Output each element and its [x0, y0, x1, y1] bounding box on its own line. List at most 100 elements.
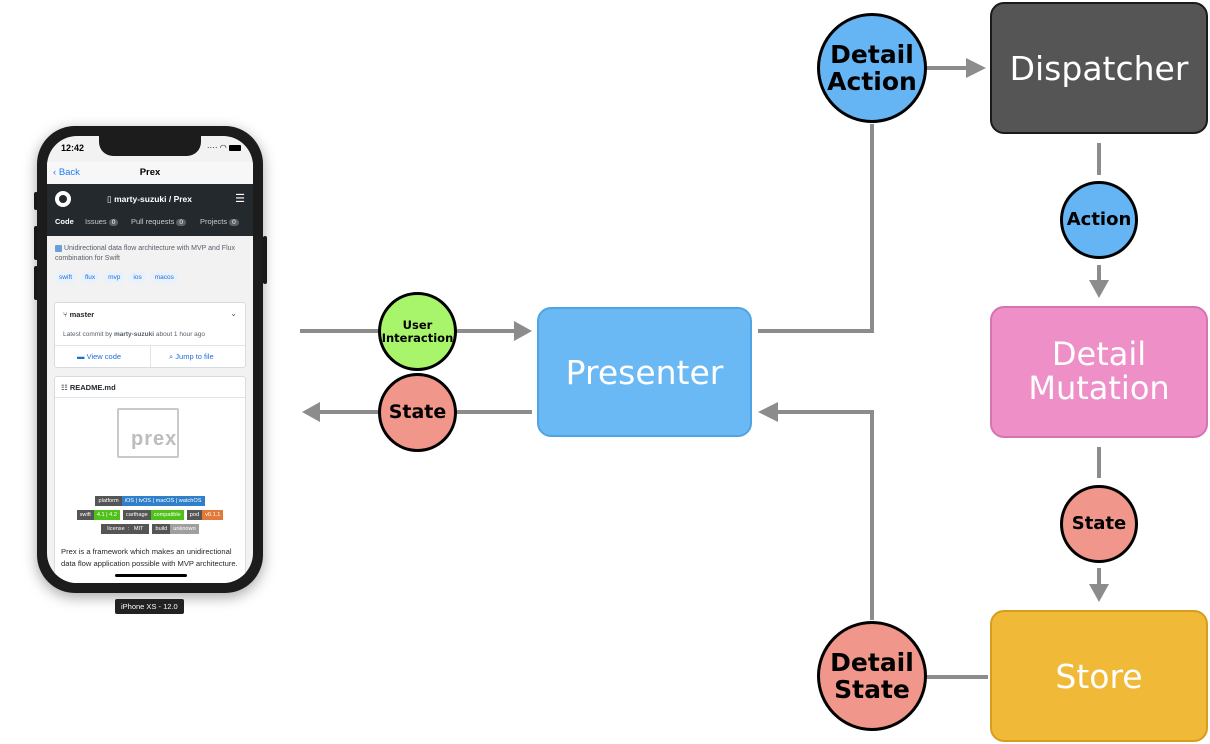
- topic-tag[interactable]: ios: [129, 272, 146, 283]
- latest-commit: Latest commit by marty-suzuki about 1 ho…: [63, 331, 205, 338]
- swift-badge-key: swift: [76, 510, 94, 520]
- topic-tag[interactable]: swift: [55, 272, 76, 283]
- tab-issues-label: Issues: [85, 217, 107, 226]
- tab-code-label: Code: [55, 217, 74, 226]
- build-badge-key: build: [152, 524, 171, 534]
- readme-icon: ☷: [61, 383, 68, 392]
- book-icon: [55, 244, 62, 252]
- arrow-detail-state-to-presenter: [776, 410, 874, 620]
- platform-badge-key: platform: [95, 496, 122, 506]
- detail-state-label: Detail State: [830, 647, 914, 704]
- platform-badge-value: iOS | tvOS | macOS | watchOS: [121, 496, 205, 506]
- branch-name: master: [69, 310, 95, 319]
- back-button[interactable]: ‹ Back: [53, 167, 80, 178]
- topic-list: swift flux mvp ios macos: [55, 272, 178, 283]
- branch-card: ⑂ master ⌄ Latest commit by marty-suzuki…: [54, 302, 246, 368]
- tab-issues-count: 0: [108, 219, 119, 226]
- prex-logo-text: prex: [131, 428, 178, 450]
- status-time: 12:42: [61, 143, 85, 153]
- action-label: Action: [1066, 209, 1132, 231]
- battery-icon: [229, 144, 241, 151]
- build-badge[interactable]: build unknown: [152, 524, 199, 534]
- tab-pull-requests-count: 0: [176, 219, 186, 226]
- license-badge[interactable]: license: MIT: [101, 524, 150, 534]
- nav-bar: ‹ Back Prex: [47, 162, 253, 185]
- view-code-label: View code: [86, 352, 122, 361]
- topic-tag[interactable]: mvp: [104, 272, 125, 283]
- detail-mutation-box: Detail Mutation: [990, 306, 1208, 438]
- readme-header: ☷ README.md: [61, 383, 116, 392]
- repo-title[interactable]: ▯ marty-suzuki / Prex: [107, 194, 192, 205]
- arrowhead-phone: [302, 402, 320, 422]
- phone-side-button-left-1: [34, 192, 38, 210]
- repo-description-text: Unidirectional data flow architecture wi…: [55, 245, 236, 262]
- status-icons: ···· ◠: [207, 143, 241, 152]
- license-badge-value: MIT: [133, 526, 144, 532]
- jump-to-file-button[interactable]: ⌕ Jump to file: [169, 352, 214, 362]
- action-circle: Action: [1060, 181, 1138, 259]
- carthage-badge-value: compatible: [150, 510, 184, 520]
- topic-tag[interactable]: flux: [81, 272, 100, 283]
- tab-code[interactable]: Code: [55, 217, 74, 226]
- prex-logo: prex: [117, 408, 179, 458]
- pod-badge-value: v0.1.1: [202, 510, 224, 520]
- tab-projects-label: Projects: [200, 217, 228, 226]
- commit-author[interactable]: marty-suzuki: [113, 331, 155, 338]
- readme-text: Prex is a framework which makes an unidi…: [61, 547, 238, 568]
- repo-name: marty-suzuki / Prex: [114, 194, 193, 204]
- swift-badge[interactable]: swift 4.1 | 4.2: [76, 510, 120, 520]
- view-code-button[interactable]: ▬ View code: [77, 352, 121, 361]
- back-label: Back: [58, 167, 80, 178]
- readme-body: prex platform iOS | tvOS | macOS | watch…: [55, 397, 245, 583]
- branch-icon: ⑂: [63, 310, 68, 319]
- github-logo-icon[interactable]: [55, 191, 71, 207]
- tab-pull-requests-label: Pull requests: [131, 217, 175, 226]
- pod-badge[interactable]: pod v0.1.1: [186, 510, 224, 520]
- store-box: Store: [990, 610, 1208, 742]
- search-icon: ⌕: [169, 352, 174, 361]
- dispatcher-box: Dispatcher: [990, 2, 1208, 134]
- detail-state-circle: Detail State: [817, 621, 927, 731]
- wifi-icon: ◠: [219, 143, 227, 152]
- detail-action-label: Detail Action: [827, 39, 917, 96]
- detail-mutation-label: Detail Mutation: [1028, 335, 1170, 407]
- hamburger-menu-icon[interactable]: ☰: [235, 193, 245, 205]
- arrowhead-presenter-right: [758, 402, 778, 422]
- arrowhead-mutation: [1089, 280, 1109, 298]
- chevron-down-icon[interactable]: ⌄: [230, 309, 237, 318]
- repo-description: Unidirectional data flow architecture wi…: [55, 244, 245, 264]
- repo-icon: ▯: [107, 194, 112, 204]
- nav-title: Prex: [139, 167, 161, 178]
- badge-row-2: swift 4.1 | 4.2 carthage compatible pod …: [55, 510, 245, 520]
- carthage-badge-key: carthage: [122, 510, 151, 520]
- branch-selector[interactable]: ⑂ master: [63, 310, 94, 319]
- presenter-box: Presenter: [537, 307, 752, 437]
- phone-notch: [99, 136, 201, 156]
- topic-tag[interactable]: macos: [150, 272, 178, 283]
- platform-badge[interactable]: platform iOS | tvOS | macOS | watchOS: [95, 496, 205, 506]
- detail-action-circle: Detail Action: [817, 13, 927, 123]
- folder-icon: ▬: [77, 352, 85, 361]
- commit-suffix: about 1 hour ago: [154, 331, 206, 338]
- dispatcher-label: Dispatcher: [1009, 48, 1189, 88]
- readme-title: README.md: [69, 383, 116, 392]
- phone-side-button-left-3: [34, 266, 38, 300]
- badge-row-1: platform iOS | tvOS | macOS | watchOS: [55, 496, 245, 506]
- iphone-mockup: 12:42 ···· ◠ ‹ Back Prex ▯ marty-suzuki …: [37, 126, 263, 593]
- chevron-left-icon: ‹: [53, 167, 57, 178]
- user-interaction-circle: User Interaction: [378, 292, 457, 371]
- state-left-label: State: [388, 401, 447, 424]
- jump-to-file-label: Jump to file: [175, 352, 214, 361]
- badge-row-3: license: MIT build unknown: [55, 524, 245, 534]
- card-actions-divider: [150, 345, 151, 367]
- state-right-label: State: [1071, 513, 1127, 535]
- pod-badge-key: pod: [186, 510, 203, 520]
- arrowhead-store: [1089, 584, 1109, 602]
- license-badge-key: license: MIT: [101, 524, 150, 534]
- carthage-badge[interactable]: carthage compatible: [122, 510, 184, 520]
